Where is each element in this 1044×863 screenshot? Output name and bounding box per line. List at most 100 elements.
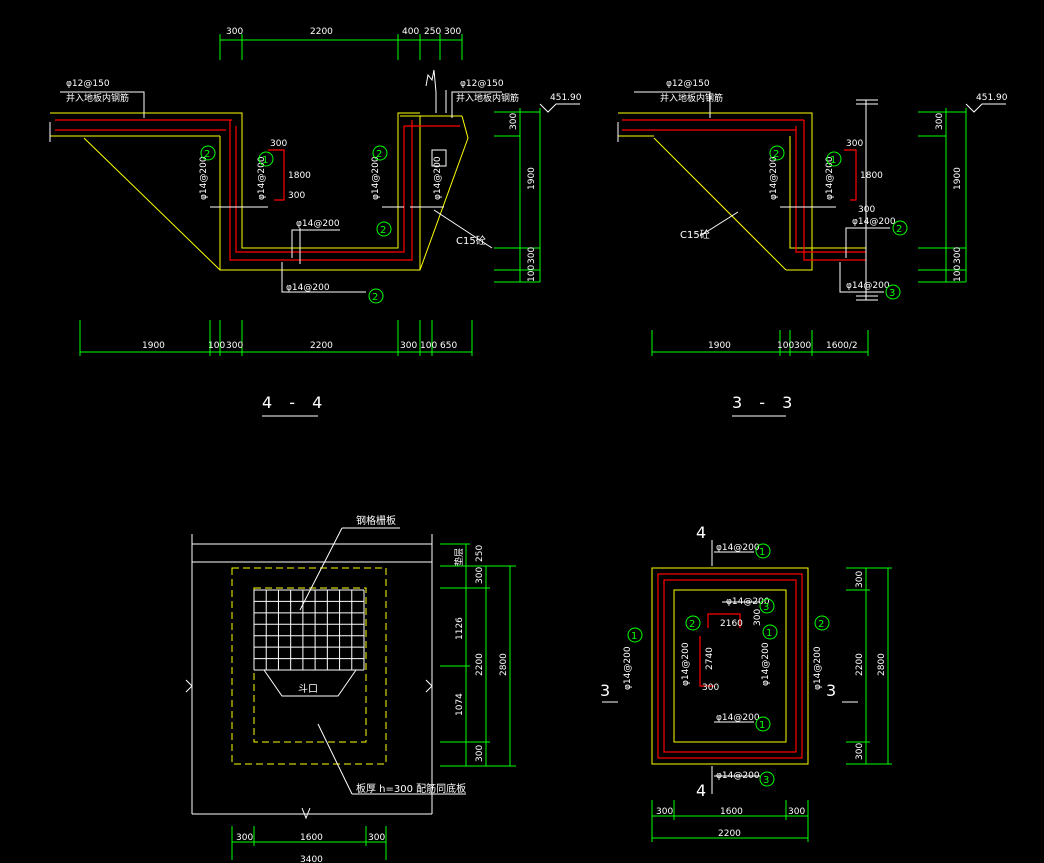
dim-right-4: 100 bbox=[953, 265, 963, 282]
dim-right-3: 300 bbox=[953, 247, 963, 264]
base-rebar-bot: φ14@200 bbox=[286, 283, 330, 293]
dim-bottom-2: 100 bbox=[777, 341, 794, 351]
dim-right-3: 300 bbox=[855, 743, 865, 760]
section-title-4-4: 4 - 4 bbox=[262, 393, 328, 412]
pit-plan: 2160 300 2740 300 4 4 3 3 φ14@200 φ14@20… bbox=[600, 523, 892, 842]
dim-right-4: 2800 bbox=[877, 653, 887, 676]
dim-right-5: 300 bbox=[475, 745, 485, 762]
base-rebar-top: φ14@200 bbox=[852, 217, 896, 227]
grating-label: 钢格栅板 bbox=[356, 514, 396, 527]
svg-text:3: 3 bbox=[889, 288, 895, 299]
rebar-left-2: φ14@200 bbox=[681, 642, 691, 686]
bar-dim-1: 300 bbox=[846, 139, 863, 149]
dim-bottom-4: 2200 bbox=[718, 829, 741, 839]
wall-rebar-r2: φ14@200 bbox=[433, 156, 443, 200]
bubble-1b: 1 bbox=[627, 627, 643, 643]
bar-dim-1: 2160 bbox=[720, 619, 743, 629]
plan-view: 钢格栅板 斗口 板厚 h=300 配筋同底板 300 1600 300 3400… bbox=[185, 514, 516, 863]
svg-text:1: 1 bbox=[766, 628, 772, 639]
svg-text:1: 1 bbox=[830, 155, 836, 166]
bubble-2a: 2 bbox=[200, 145, 216, 161]
svg-text:2: 2 bbox=[376, 149, 382, 160]
bar-dim-2: 1800 bbox=[288, 171, 311, 181]
dim-right-3: 1126 bbox=[455, 617, 465, 640]
bubble-3a: 3 bbox=[885, 284, 901, 300]
dim-bottom-5: 300 bbox=[400, 341, 417, 351]
elevation: 451.90 bbox=[550, 93, 582, 103]
bar-dim-3: 2740 bbox=[705, 647, 715, 670]
svg-text:2: 2 bbox=[896, 224, 902, 235]
bubble-2b: 2 bbox=[892, 220, 908, 236]
dim-top-5: 300 bbox=[444, 27, 461, 37]
rebar-right-2: φ14@200 bbox=[813, 646, 823, 690]
grating bbox=[253, 589, 365, 671]
dim-top-1: 300 bbox=[226, 27, 243, 37]
bubble-2a: 2 bbox=[769, 145, 785, 161]
bar-dim-4: 300 bbox=[702, 683, 719, 693]
bar-dim-1: 300 bbox=[270, 139, 287, 149]
rebar-bot: φ14@200 bbox=[716, 713, 760, 723]
dim-right-3: 300 bbox=[527, 247, 537, 264]
slab-note: 板厚 h=300 配筋同底板 bbox=[356, 782, 466, 795]
dim-top-2: 2200 bbox=[310, 27, 333, 37]
bubble-2d: 2 bbox=[368, 288, 384, 304]
dim-bottom-3: 300 bbox=[226, 341, 243, 351]
svg-text:2: 2 bbox=[380, 225, 386, 236]
dim-bottom-3: 300 bbox=[368, 833, 385, 843]
wall-rebar-2: φ14@200 bbox=[825, 156, 835, 200]
dim-bottom-4: 3400 bbox=[300, 855, 323, 863]
dim-right-1: 250 bbox=[475, 545, 485, 562]
concrete-label: C15砼 bbox=[456, 234, 486, 247]
dim-right-2: 1900 bbox=[953, 167, 963, 190]
svg-text:1: 1 bbox=[759, 720, 765, 731]
dim-right-1: 300 bbox=[509, 113, 519, 130]
slab-note: 并入地板内钢筋 bbox=[66, 92, 129, 104]
dim-right-6: 2200 bbox=[475, 653, 485, 676]
section-3-3: 300 1800 300 φ12@150 并入地板内钢筋 φ14@200 φ14… bbox=[617, 79, 1008, 417]
rebar-bot-2: φ14@200 bbox=[716, 771, 760, 781]
svg-text:3: 3 bbox=[763, 775, 769, 786]
dim-bottom-4: 2200 bbox=[310, 341, 333, 351]
dim-bottom-1: 1900 bbox=[708, 341, 731, 351]
bubble-1a: 1 bbox=[258, 151, 274, 167]
rebar-top-2: φ14@200 bbox=[726, 597, 770, 607]
cut-right: 3 bbox=[826, 681, 842, 700]
wall-rebar-l: φ14@200 bbox=[199, 156, 209, 200]
svg-text:2: 2 bbox=[818, 619, 824, 630]
svg-text:1: 1 bbox=[631, 631, 637, 642]
slab-rebar-label: φ12@150 bbox=[66, 79, 110, 89]
svg-text:1: 1 bbox=[262, 155, 268, 166]
bar-dim-3: 300 bbox=[288, 191, 305, 201]
dim-bottom-1: 300 bbox=[656, 807, 673, 817]
dim-right-2: 1900 bbox=[527, 167, 537, 190]
dim-bottom-6: 100 bbox=[420, 341, 437, 351]
slab-note-right: 并入地板内钢筋 bbox=[456, 92, 519, 104]
svg-text:2: 2 bbox=[372, 292, 378, 303]
dim-right-4: 100 bbox=[527, 265, 537, 282]
wall-rebar-l2: φ14@200 bbox=[257, 156, 267, 200]
dim-right-1: 300 bbox=[855, 571, 865, 588]
dim-bottom-3: 300 bbox=[788, 807, 805, 817]
dim-top-3: 400 bbox=[402, 27, 419, 37]
bar-dim-3: 300 bbox=[858, 205, 875, 215]
section-4-4: 300 2200 400 250 300 300 1800 300 φ12@15… bbox=[49, 27, 582, 417]
bubble-2c: 2 bbox=[376, 221, 392, 237]
dim-bottom-3: 300 bbox=[794, 341, 811, 351]
dim-bottom-2: 1600 bbox=[720, 807, 743, 817]
svg-text:2: 2 bbox=[204, 149, 210, 160]
dim-right-2: 2200 bbox=[855, 653, 865, 676]
base-rebar-top: φ14@200 bbox=[296, 219, 340, 229]
rebar-left: φ14@200 bbox=[623, 646, 633, 690]
dim-bottom-7: 650 bbox=[440, 341, 457, 351]
bubble-2b: 2 bbox=[814, 615, 830, 631]
dim-right-2: 300 bbox=[475, 567, 485, 584]
bar-dim-2: 300 bbox=[753, 609, 763, 626]
bar-dim-2: 1800 bbox=[860, 171, 883, 181]
svg-text:3: 3 bbox=[763, 602, 769, 613]
dim-right-1: 300 bbox=[935, 113, 945, 130]
bubble-3a: 3 bbox=[759, 598, 775, 614]
dim-bottom-1: 300 bbox=[236, 833, 253, 843]
rebar-top: φ14@200 bbox=[716, 543, 760, 553]
svg-text:1: 1 bbox=[759, 547, 765, 558]
